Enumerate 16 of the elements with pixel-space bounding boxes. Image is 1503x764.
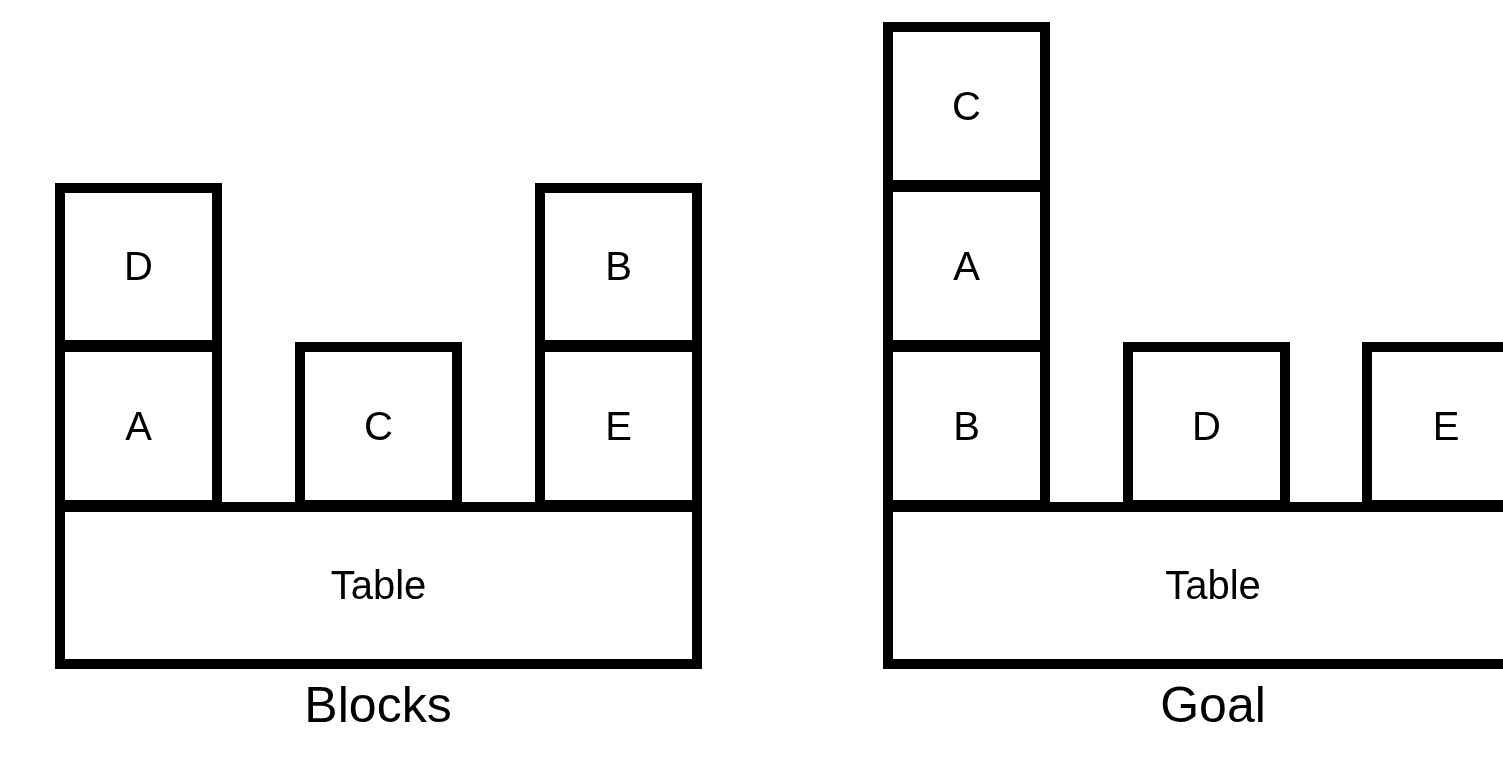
table-block [55, 502, 702, 669]
block-label: A [953, 243, 980, 289]
block-label: B [953, 403, 980, 449]
block-label: A [125, 403, 152, 449]
block-label: Table [1165, 563, 1261, 608]
scene-caption: Blocks [304, 676, 452, 734]
scene-caption: Goal [1160, 676, 1266, 734]
block-label: E [1432, 403, 1460, 449]
block-label: C [952, 83, 981, 129]
block-label: D [124, 244, 153, 289]
block-label: D [1192, 403, 1221, 449]
table-block [883, 502, 1503, 669]
block-label: E [605, 403, 632, 449]
block-label: B [605, 244, 632, 289]
block-label: Table [330, 563, 427, 608]
block-label: C [364, 403, 393, 449]
